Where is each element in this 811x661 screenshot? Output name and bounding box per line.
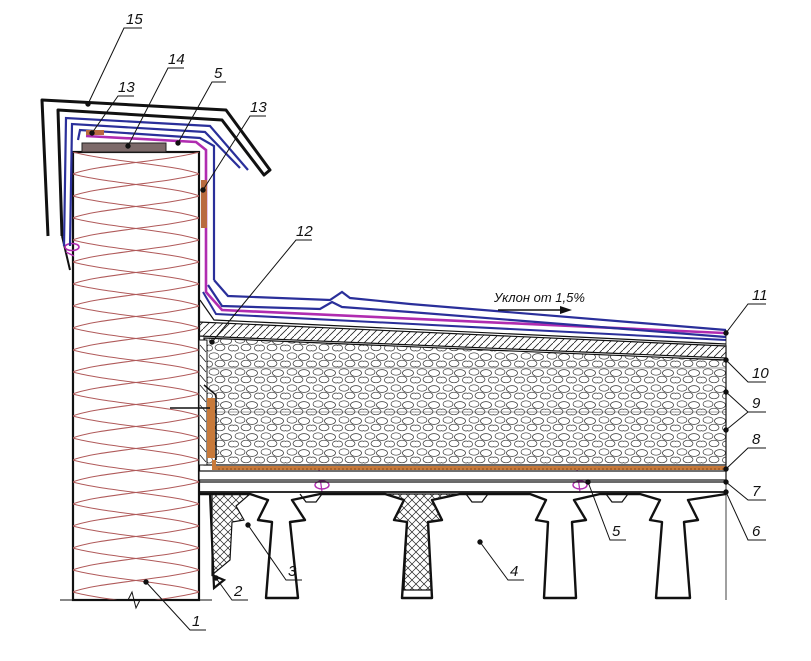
callout-13-left: 13: [118, 79, 135, 96]
callout-numbers: 15 13 14 5 13 12 11 10 9 8 7 6 5 4 3 2 1: [118, 11, 769, 630]
callout-12: 12: [296, 223, 313, 240]
callout-8: 8: [752, 431, 761, 448]
callout-5-bottom: 5: [612, 523, 621, 540]
sloped-insulation: [203, 337, 727, 466]
callout-2: 2: [233, 583, 243, 600]
parapet-edge-strip: [170, 339, 217, 466]
callout-7: 7: [752, 483, 761, 500]
callout-leaders: [85, 27, 766, 631]
leveling-layer: [198, 470, 727, 493]
callout-4: 4: [510, 563, 518, 580]
callout-9: 9: [752, 395, 761, 412]
wall-insulation-loops: [73, 152, 199, 600]
callout-15: 15: [126, 11, 143, 28]
callout-1: 1: [192, 613, 200, 630]
callout-14: 14: [168, 51, 185, 68]
wall-sandwich-panel: [60, 150, 212, 610]
parapet-crown-block: [81, 142, 167, 153]
wall-insulation-pattern: [73, 152, 199, 600]
callout-6: 6: [752, 523, 761, 540]
callout-11: 11: [752, 287, 768, 304]
slope-annotation: Уклон от 1,5%: [493, 290, 585, 314]
callout-5-top: 5: [214, 65, 223, 82]
callout-10: 10: [752, 365, 769, 382]
profiled-steel-deck: [199, 492, 727, 600]
roof-membrane-layers: [62, 116, 727, 345]
callout-3: 3: [288, 563, 297, 580]
slope-label: Уклон от 1,5%: [493, 290, 585, 305]
callout-13-right: 13: [250, 99, 267, 116]
wood-strips: [86, 130, 207, 228]
